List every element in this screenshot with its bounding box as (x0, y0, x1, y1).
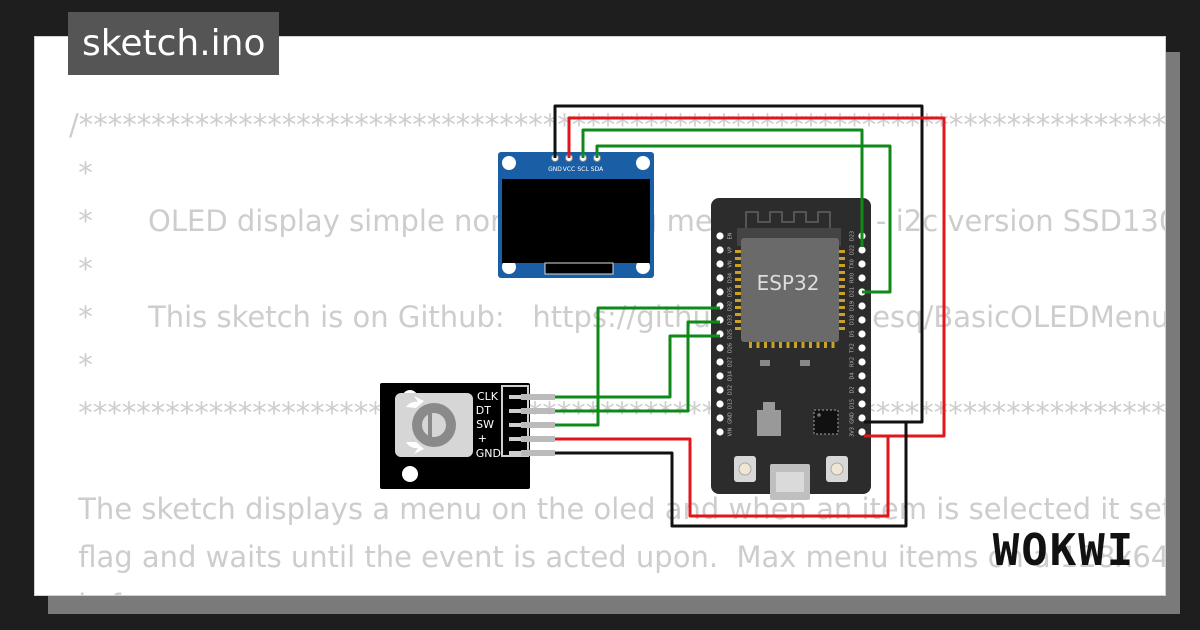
esp32-pin-label: D2 (850, 386, 856, 393)
code-line: The sketch displays a menu on the oled a… (69, 492, 1166, 526)
esp32-pin-label: EN (728, 232, 734, 239)
esp32-pin-label: 3V3 (850, 427, 856, 437)
rotate-arrow-icon (406, 442, 424, 454)
esp32-pin-label: D13 (728, 399, 734, 409)
esp32-pin-label: VN (728, 260, 734, 267)
pin-header[interactable] (858, 344, 866, 352)
esp32-pin-label: D22 (850, 245, 856, 255)
wire-oled-sda (595, 144, 892, 294)
esp32-pin-label: D32 (728, 301, 734, 311)
antenna-icon (745, 211, 831, 228)
oled-display[interactable]: GND VCC SCL SDA (498, 152, 654, 278)
pin-header[interactable] (858, 414, 866, 422)
esp32-pin-label: D26 (728, 343, 734, 353)
esp32-pin-label: TX0 (850, 259, 856, 270)
pin-header[interactable] (716, 344, 724, 352)
wire-oled-vcc (567, 116, 946, 438)
file-tab[interactable]: sketch.ino (68, 12, 280, 75)
wire-encoder-sw (555, 306, 720, 427)
esp32-pin-label: D35 (728, 287, 734, 297)
esp32-pin-label: RX2 (850, 357, 856, 367)
wokwi-logo: WOKWI (993, 525, 1135, 576)
pin-header[interactable] (858, 358, 866, 366)
pin-header[interactable] (716, 428, 724, 436)
esp32-pin-label: D15 (850, 399, 856, 409)
wire-oled-scl (581, 128, 864, 247)
oled-pin-label: GND (548, 166, 562, 173)
pin-header[interactable] (858, 274, 866, 282)
encoder-pin-label: DT (476, 404, 491, 417)
pin-header[interactable] (716, 288, 724, 296)
code-line: * (69, 156, 93, 190)
pin-header[interactable] (858, 302, 866, 310)
esp32-pin-label: D27 (728, 357, 734, 367)
usb-uart-chip (813, 409, 839, 435)
esp32-pin-label: D33 (728, 315, 734, 325)
pin-header[interactable] (858, 386, 866, 394)
esp32-pin-label: D12 (728, 385, 734, 395)
esp32-pin-label: D18 (850, 315, 856, 325)
wire-encoder-vcc (555, 434, 890, 518)
pin-header[interactable] (716, 246, 724, 254)
wire-encoder-gnd (555, 420, 908, 528)
code-line: ****************************************… (69, 396, 1166, 430)
esp32-pin-label: GND (728, 412, 734, 424)
pin-header[interactable] (858, 330, 866, 338)
wires (553, 104, 946, 528)
pin-header[interactable] (716, 260, 724, 268)
rotate-arrow-icon (406, 396, 424, 408)
pin-header[interactable] (716, 358, 724, 366)
esp32-pin-label: RX0 (850, 273, 856, 283)
esp32-chip (741, 238, 839, 342)
oled-pin-label: VCC (563, 166, 575, 173)
pin-header[interactable] (858, 372, 866, 380)
esp32-board[interactable]: ESP32 ENVPVND34D35D32D33D25D26D27D14D12D… (711, 198, 871, 500)
pin-header[interactable] (858, 260, 866, 268)
code-line: is four (69, 581, 1165, 595)
esp32-pin-label: D4 (850, 372, 856, 379)
esp32-pin-label: TX2 (850, 343, 856, 354)
encoder-pin-label: GND (476, 447, 501, 460)
esp32-pin-label: D14 (728, 371, 734, 381)
code-line: * OLED display simple none blocking menu… (78, 204, 1165, 238)
pin-header[interactable] (716, 232, 724, 240)
code-line: * (69, 252, 93, 286)
encoder-pin-label: + (478, 432, 487, 445)
esp32-pin-label: GND (850, 412, 856, 424)
pin-header[interactable] (716, 372, 724, 380)
voltage-regulator (757, 410, 781, 436)
pin-header[interactable] (716, 414, 724, 422)
wire-encoder-clk (555, 334, 720, 399)
code-line: flag and waits until the event is acted … (69, 540, 1166, 574)
pin-header[interactable] (858, 428, 866, 436)
oled-pin-label: SDA (591, 166, 604, 173)
code-line: * This sketch is on Github: https://gith… (69, 300, 1166, 334)
esp32-pin-label: D21 (850, 287, 856, 297)
pin-header[interactable] (716, 274, 724, 282)
pin-header[interactable] (858, 246, 866, 254)
code-line: /***************************************… (69, 108, 1166, 142)
pin-header[interactable] (858, 400, 866, 408)
code-line: * (69, 348, 93, 382)
esp32-pin-label: D23 (850, 231, 856, 241)
esp32-pin-label: D19 (850, 301, 856, 311)
code-view: /***************************************… (69, 101, 1166, 595)
esp32-pin-label: D25 (728, 329, 734, 339)
pin-header[interactable] (716, 400, 724, 408)
wire-encoder-dt (555, 320, 720, 413)
wokwi-logo-text: WOKWI (993, 525, 1135, 576)
pin-header[interactable] (858, 316, 866, 324)
rotary-encoder[interactable]: CLK DT SW + GND (380, 383, 555, 489)
esp32-pin-label: D34 (728, 273, 734, 283)
esp32-chip-label: ESP32 (757, 271, 820, 295)
encoder-pin-label: CLK (477, 390, 499, 403)
oled-pin-label: SCL (577, 166, 589, 173)
esp32-pin-label: VP (728, 247, 734, 253)
esp32-pin-label: D5 (850, 330, 856, 337)
oled-screen (502, 179, 650, 263)
encoder-pin-label: SW (476, 418, 494, 431)
esp32-pin-label: VIN (728, 427, 734, 436)
pin-header[interactable] (716, 386, 724, 394)
